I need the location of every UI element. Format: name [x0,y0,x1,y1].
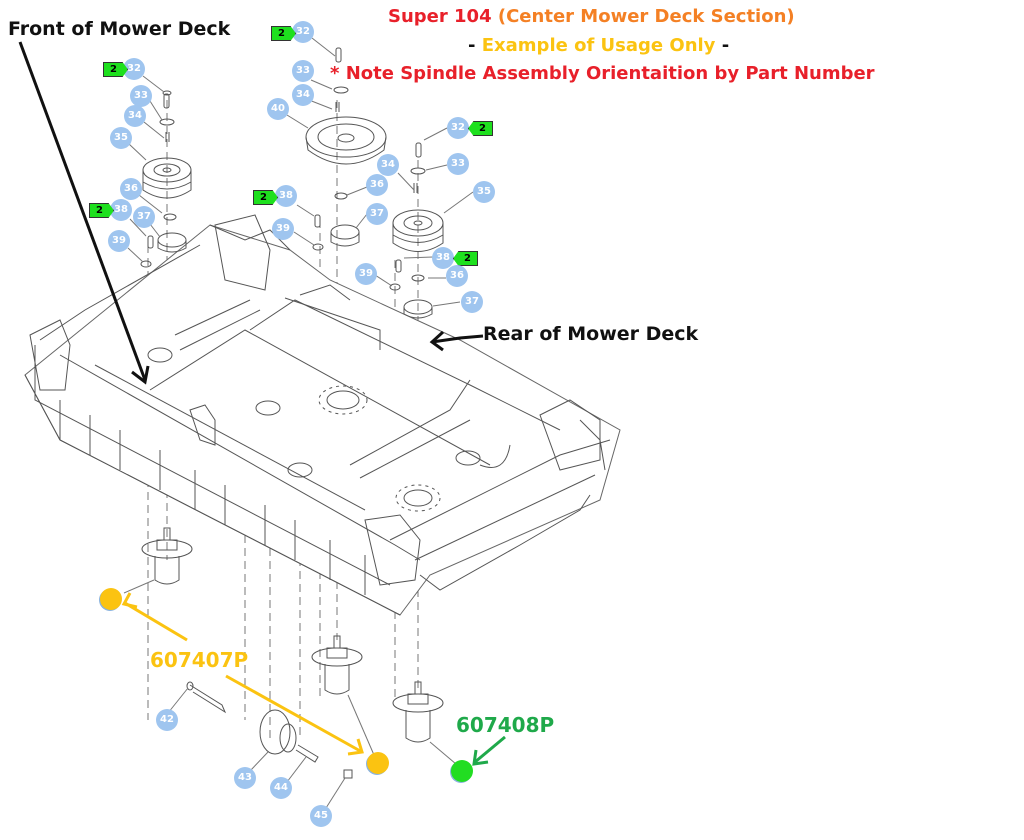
callout-32: 32 [292,21,314,43]
callout-32: 32 [447,117,469,139]
callout-38: 38 [432,247,454,269]
yellow-arrows [121,592,364,756]
callout-38: 38 [275,185,297,207]
callout-43: 43 [234,767,256,789]
callout-35: 35 [110,127,132,149]
spindle-right [392,681,444,743]
spindle-center [311,635,363,695]
part-number-607407p: 607407P [150,648,249,672]
callout-36: 36 [366,174,388,196]
qty-badge: 2 [253,190,278,205]
qty-badge: 2 [271,26,296,41]
qty-badge: 2 [468,121,493,136]
deck-frame [24,214,621,616]
orientation-arrows [18,41,484,385]
callout-36: 36 [120,178,142,200]
callout-34: 34 [377,154,399,176]
leader-lines [123,37,474,809]
orientation-note: Note Spindle Assembly Orientaition by Pa… [345,63,875,84]
callout-33: 33 [292,60,314,82]
asterisk: * [330,63,340,84]
spindle-marker-right-green [451,760,473,782]
title-line-3: * Note Spindle Assembly Orientaition by … [330,63,875,84]
callout-36: 36 [446,265,468,287]
callout-33: 33 [447,153,469,175]
section-name: (Center Mower Deck Section) [497,6,795,27]
usage-note: Example of Usage Only [481,35,716,56]
rear-of-deck-label: Rear of Mower Deck [483,323,699,345]
callout-35: 35 [473,181,495,203]
callout-34: 34 [124,105,146,127]
qty-badge: 2 [89,203,114,218]
part-number-607408p: 607408P [456,713,555,737]
dash-prefix: - [468,35,482,56]
gauge-wheel-parts [186,681,353,779]
callout-39: 39 [272,218,294,240]
spindle-marker-left-yellow [100,588,122,610]
callout-39: 39 [355,263,377,285]
title-line-1: Super 104 (Center Mower Deck Section) [388,6,795,27]
spindle-marker-center-yellow [367,752,389,774]
rear-arrow-head [429,330,445,352]
qty-badge: 2 [453,251,478,266]
model-name: Super 104 [388,6,492,27]
front-arrow-line [18,41,147,381]
callout-38: 38 [110,199,132,221]
title-line-2: - Example of Usage Only - [468,35,729,56]
callout-37: 37 [366,203,388,225]
front-arrow-head [131,365,150,385]
qty-badge: 2 [103,62,128,77]
callout-37: 37 [461,291,483,313]
callout-42: 42 [156,709,178,731]
callout-37: 37 [133,206,155,228]
callout-40: 40 [267,98,289,120]
callout-45: 45 [310,805,332,827]
callout-39: 39 [108,230,130,252]
spindle-left [141,527,193,585]
left-pulley-stack [140,90,192,268]
front-of-deck-label: Front of Mower Deck [8,18,231,40]
callout-32: 32 [123,58,145,80]
rear-arrow-line [431,334,484,344]
green-arrow [472,735,506,766]
right-pulley-stack [389,142,444,319]
dash-suffix: - [715,35,730,56]
callout-33: 33 [130,85,152,107]
center-pulley-stack [305,47,387,251]
callout-34: 34 [292,84,314,106]
callout-44: 44 [270,777,292,799]
